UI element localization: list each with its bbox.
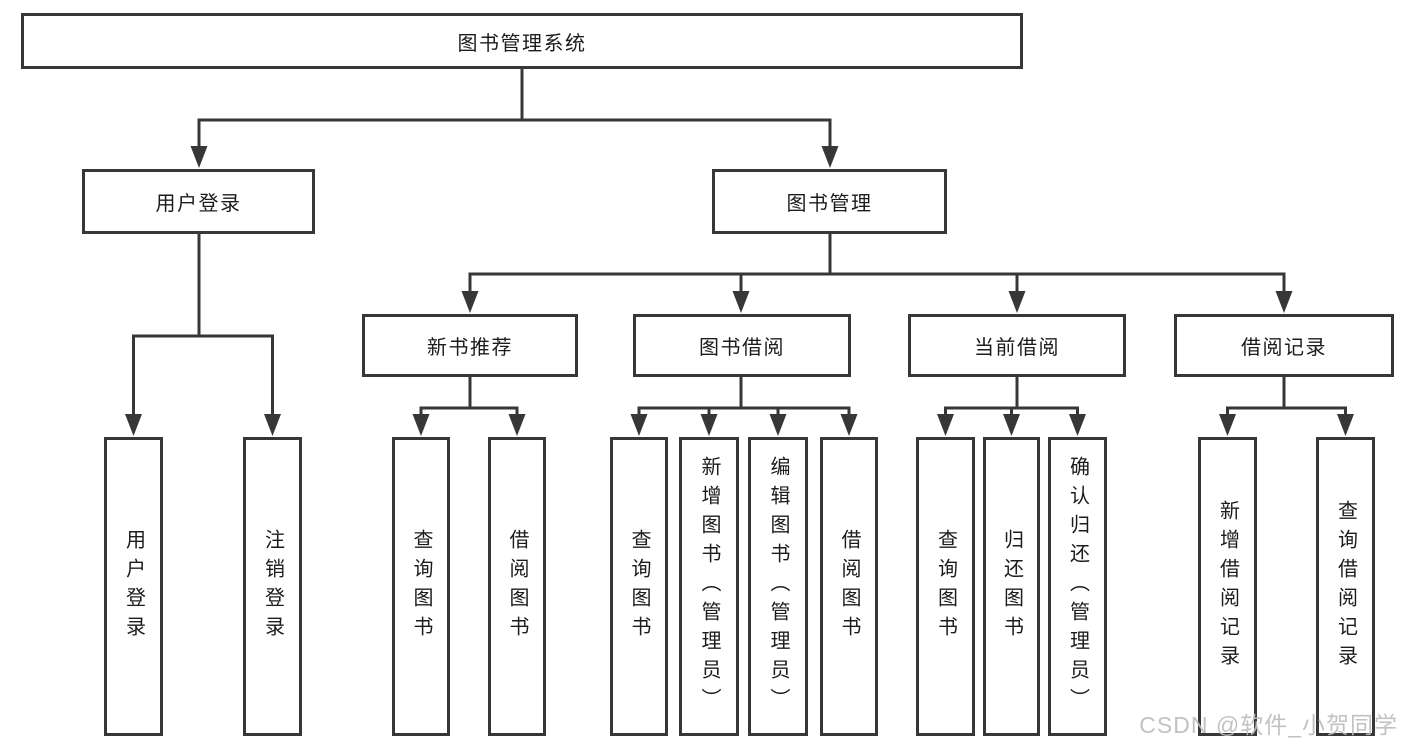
watermark: CSDN @软件_小贺同学 bbox=[1139, 712, 1398, 738]
leaf-label: 确认归还（管理员） bbox=[1066, 456, 1089, 717]
leaf-logout: 注销登录 bbox=[243, 437, 302, 736]
node-current-borrowing: 当前借阅 bbox=[908, 314, 1126, 377]
tree-connector-lines bbox=[132, 69, 1347, 418]
node-book-management: 图书管理 bbox=[712, 169, 947, 234]
leaf-label: 用户登录 bbox=[122, 528, 145, 645]
leaf-label: 查询图书 bbox=[934, 528, 957, 645]
leaf-current-query-books: 查询图书 bbox=[916, 437, 975, 736]
leaf-borrowing-borrow-books: 借阅图书 bbox=[820, 437, 878, 736]
leaf-records-query-borrow-record: 查询借阅记录 bbox=[1316, 437, 1375, 736]
node-user-login: 用户登录 bbox=[82, 169, 315, 234]
node-borrow-records: 借阅记录 bbox=[1174, 314, 1394, 377]
leaf-label: 查询借阅记录 bbox=[1334, 499, 1357, 674]
leaf-label: 查询图书 bbox=[628, 528, 650, 645]
leaf-borrowing-add-books-admin: 新增图书（管理员） bbox=[679, 437, 739, 736]
leaf-borrowing-edit-books-admin: 编辑图书（管理员） bbox=[748, 437, 808, 736]
arrowhead-icons bbox=[125, 146, 1354, 436]
node-book-borrowing: 图书借阅 bbox=[633, 314, 851, 377]
leaf-current-confirm-return-admin: 确认归还（管理员） bbox=[1048, 437, 1107, 736]
leaf-label: 查询图书 bbox=[410, 528, 432, 645]
leaf-user-login: 用户登录 bbox=[104, 437, 163, 736]
leaf-current-return-books: 归还图书 bbox=[983, 437, 1040, 736]
node-root-system: 图书管理系统 bbox=[21, 13, 1023, 69]
leaf-newbooks-borrow-books: 借阅图书 bbox=[488, 437, 546, 736]
leaf-label: 归还图书 bbox=[1000, 528, 1023, 645]
leaf-label: 注销登录 bbox=[261, 528, 284, 645]
leaf-newbooks-query-books: 查询图书 bbox=[392, 437, 450, 736]
leaf-label: 新增借阅记录 bbox=[1216, 499, 1239, 674]
leaf-label: 新增图书（管理员） bbox=[698, 456, 720, 717]
node-new-book-recommend: 新书推荐 bbox=[362, 314, 578, 377]
leaf-records-add-borrow-record: 新增借阅记录 bbox=[1198, 437, 1257, 736]
leaf-label: 编辑图书（管理员） bbox=[767, 456, 789, 717]
leaf-label: 借阅图书 bbox=[506, 528, 528, 645]
leaf-borrowing-query-books: 查询图书 bbox=[610, 437, 668, 736]
leaf-label: 借阅图书 bbox=[838, 528, 860, 645]
